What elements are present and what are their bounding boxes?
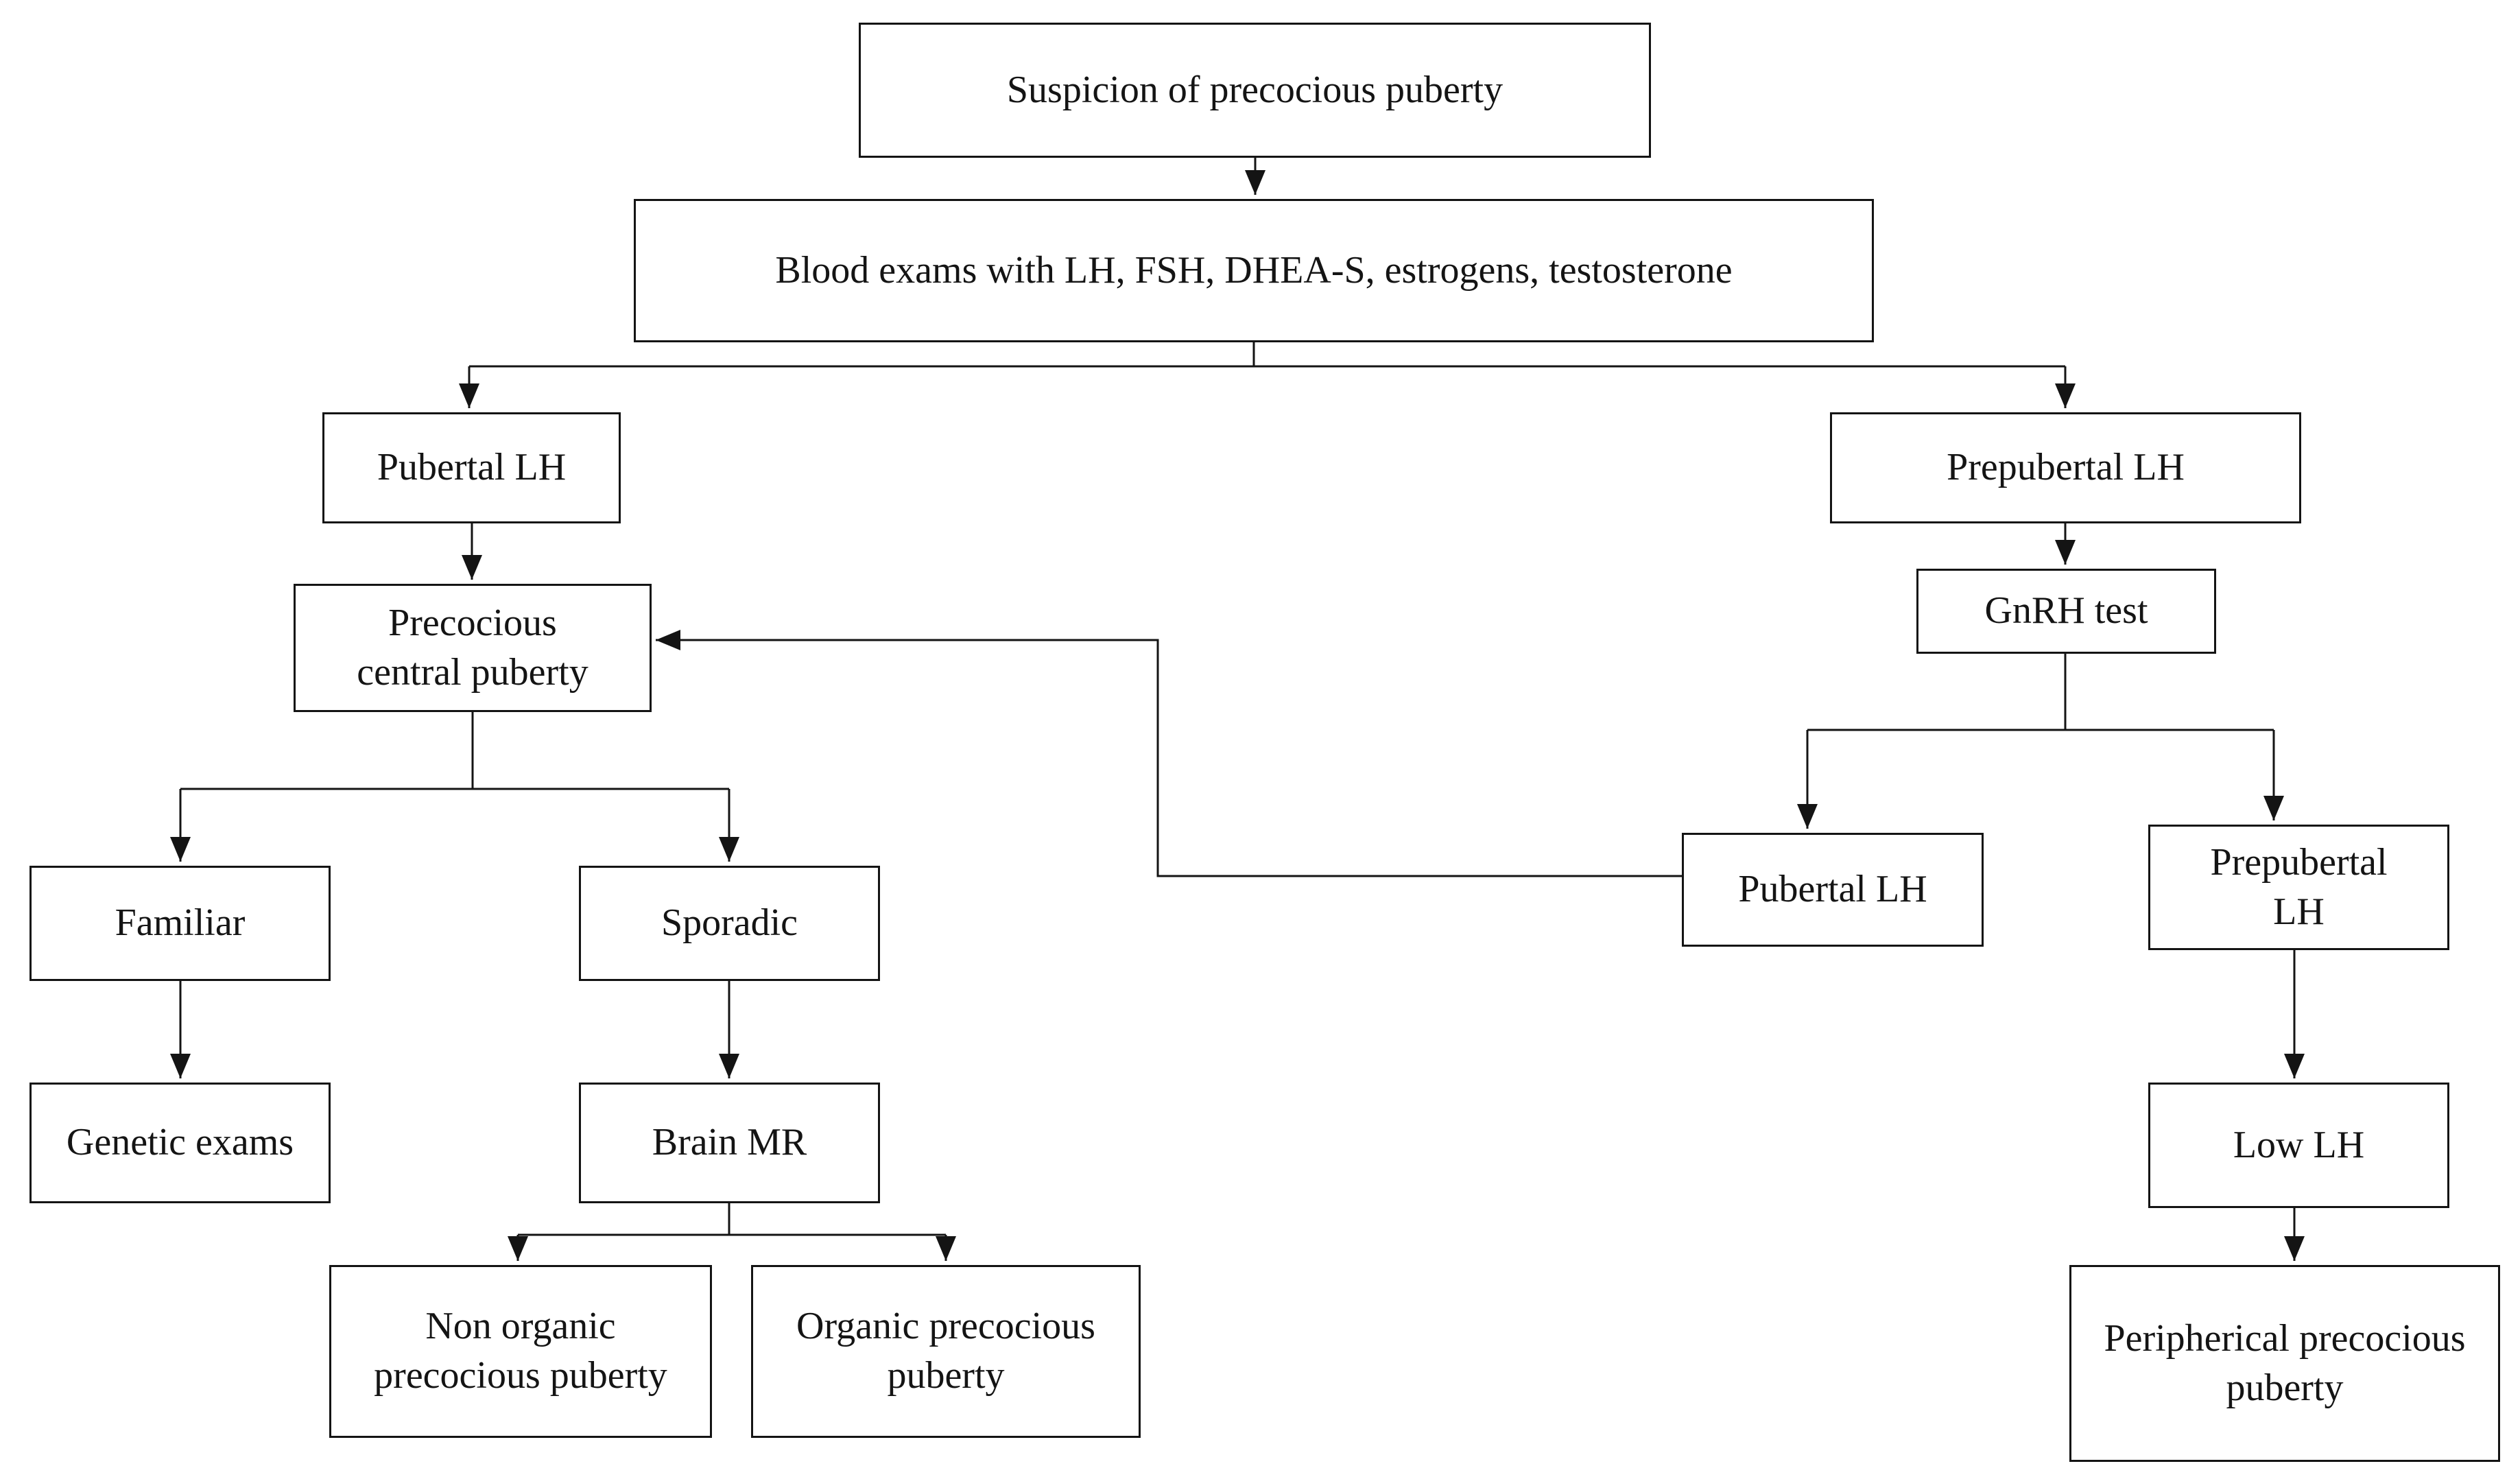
node-prepubertal-lh-gnrh: Prepubertal LH (2148, 825, 2449, 950)
node-blood-exams-label: Blood exams with LH, FSH, DHEA-S, estrog… (775, 248, 1733, 292)
node-genetic-exams-label: Genetic exams (66, 1121, 294, 1164)
edge-pubertal-lh-gnrh-precocious (656, 630, 1682, 877)
node-pubertal-lh: Pubertal LH (322, 412, 621, 523)
node-organic-precocious-puberty: Organic precocious puberty (751, 1265, 1141, 1438)
node-suspicion: Suspicion of precocious puberty (859, 23, 1651, 158)
node-brain-mr-label: Brain MR (652, 1121, 807, 1164)
node-prepubertal-lh-gnrh-label: Prepubertal LH (2210, 840, 2388, 933)
node-prepubertal-lh-label: Prepubertal LH (1947, 446, 2185, 489)
node-pubertal-lh-gnrh-label: Pubertal LH (1738, 868, 1927, 911)
node-organic-precocious-puberty-label: Organic precocious puberty (796, 1305, 1095, 1397)
node-sporadic: Sporadic (579, 866, 880, 981)
node-precocious-central-puberty: Precocious central puberty (294, 584, 652, 712)
node-sporadic-label: Sporadic (661, 901, 798, 945)
node-low-lh-label: Low LH (2233, 1123, 2365, 1166)
node-prepubertal-lh: Prepubertal LH (1830, 412, 2301, 523)
node-precocious-central-puberty-label: Precocious central puberty (357, 601, 589, 694)
node-genetic-exams: Genetic exams (29, 1083, 331, 1203)
node-blood-exams: Blood exams with LH, FSH, DHEA-S, estrog… (634, 199, 1874, 342)
node-pubertal-lh-gnrh: Pubertal LH (1682, 833, 1984, 947)
node-gnrh-test-label: GnRH test (1984, 589, 2148, 632)
node-brain-mr: Brain MR (579, 1083, 880, 1203)
node-familiar: Familiar (29, 866, 331, 981)
node-pubertal-lh-label: Pubertal LH (377, 446, 567, 489)
node-familiar-label: Familiar (115, 901, 246, 945)
node-peripherical-precocious-puberty-label: Peripherical precocious puberty (2104, 1316, 2466, 1409)
node-non-organic-precocious-puberty-label: Non organic precocious puberty (374, 1305, 667, 1397)
node-peripherical-precocious-puberty: Peripherical precocious puberty (2069, 1265, 2500, 1462)
node-low-lh: Low LH (2148, 1083, 2449, 1208)
node-suspicion-label: Suspicion of precocious puberty (1006, 68, 1503, 111)
node-non-organic-precocious-puberty: Non organic precocious puberty (329, 1265, 712, 1438)
node-gnrh-test: GnRH test (1916, 569, 2216, 654)
